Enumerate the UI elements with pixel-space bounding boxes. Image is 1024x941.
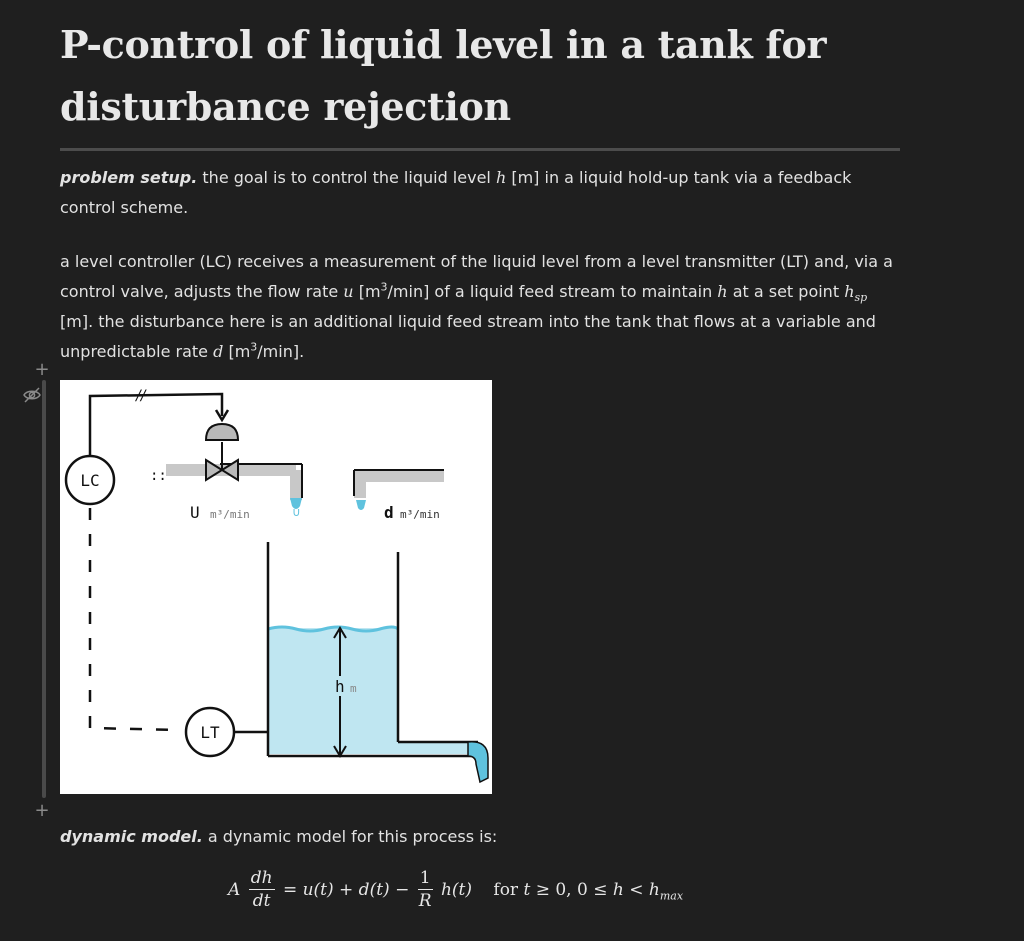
liquid-surface [267, 625, 400, 633]
unit-d-pre: [m [223, 342, 251, 361]
valve-dots: :: [150, 468, 167, 484]
u-flow-label: U [190, 503, 200, 522]
var-hsp: hsp [844, 282, 868, 305]
unit-u-pre: [m [353, 282, 381, 301]
u-flow-unit: m³/min [210, 508, 250, 521]
tank-liquid-outlet [398, 742, 476, 754]
signal-line-lc-valve [88, 392, 224, 460]
feed-pipe-d-down [354, 470, 366, 498]
h-arrow-top [333, 626, 347, 639]
var-u: u [343, 282, 354, 301]
tank-diagram: ∪ :: // LC LT U m³/min [60, 380, 492, 794]
d-flow-unit: m³/min [400, 508, 440, 521]
unit-d-post: /min]. [257, 342, 305, 361]
h-unit: m [350, 682, 357, 695]
dynamic-model-lead: dynamic model. [60, 827, 203, 846]
problem-setup-lead: problem setup. [60, 168, 198, 187]
var-d: d [213, 342, 224, 361]
problem-setup-text-b: [m] in a liquid hold-up tank via a feedb… [60, 168, 852, 217]
unit-d-exp: 3 [250, 340, 258, 354]
dynamic-model-paragraph: dynamic model. a dynamic model for this … [60, 822, 900, 852]
unit-u-exp: 3 [380, 280, 388, 294]
controller-text-a: a level controller (LC) receives a measu… [60, 252, 893, 301]
eq-middle: = u(t) + d(t) − [282, 879, 410, 900]
title-line-2: disturbance rejection [60, 84, 511, 129]
eq-tail: h(t) [440, 879, 472, 900]
eq-condition: for t ≥ 0, 0 ≤ h < hmax [493, 879, 684, 902]
dynamic-model-equation: A dh dt = u(t) + d(t) − 1 R h(t) for t ≥… [228, 868, 828, 928]
feed-pipe-d [354, 470, 444, 482]
valve-actuator [204, 422, 240, 441]
eye-off-icon[interactable] [22, 387, 42, 403]
cell-selection-bar[interactable] [42, 380, 46, 798]
feed-drip-d [356, 500, 366, 510]
cell-gutter: + + [0, 0, 60, 941]
signal-arrow [214, 409, 230, 423]
feed-drip-u-mark: ∪ [292, 505, 301, 519]
feed-drip-u [290, 498, 302, 509]
lt-label: LT [200, 723, 220, 742]
d-flow-label: d [384, 503, 394, 522]
h-label-bg [330, 676, 360, 696]
markdown-cell: P-control of liquid level in a tank for … [60, 0, 900, 367]
h-arrow-bottom [333, 745, 347, 758]
dynamic-model-text: a dynamic model for this process is: [202, 827, 498, 846]
signal-hash: // [134, 388, 147, 404]
measurement-line-lt-lc [88, 508, 181, 732]
title-divider [60, 148, 900, 151]
problem-setup-paragraph: problem setup. the goal is to control th… [60, 163, 900, 223]
problem-setup-text-a: the goal is to control the liquid level [197, 168, 496, 187]
tank-diagram-svg: ∪ :: // LC LT U m³/min [64, 388, 489, 784]
add-cell-above-button[interactable]: + [34, 359, 50, 380]
title-line-1: P-control of liquid level in a tank for [60, 22, 827, 67]
controller-text-c: [m]. the disturbance here is an addition… [60, 312, 876, 361]
lc-label: LC [80, 471, 99, 490]
page-title: P-control of liquid level in a tank for … [60, 14, 900, 138]
h-label: h [335, 677, 345, 696]
level-controller-lc [64, 454, 116, 506]
unit-u-post: /min] of a liquid feed stream to maintai… [387, 282, 718, 301]
add-cell-below-button[interactable]: + [34, 800, 50, 821]
controller-paragraph: a level controller (LC) receives a measu… [60, 247, 900, 367]
var-h-2: h [717, 282, 728, 301]
eq-dhdt: dh dt [248, 868, 275, 911]
var-h: h [495, 168, 507, 187]
controller-text-b: at a set point [727, 282, 845, 301]
feed-pipe-u-down [290, 470, 302, 500]
outlet-spout [467, 741, 489, 784]
eq-A: A [228, 879, 241, 900]
eq-1overR: 1 R [417, 868, 433, 911]
